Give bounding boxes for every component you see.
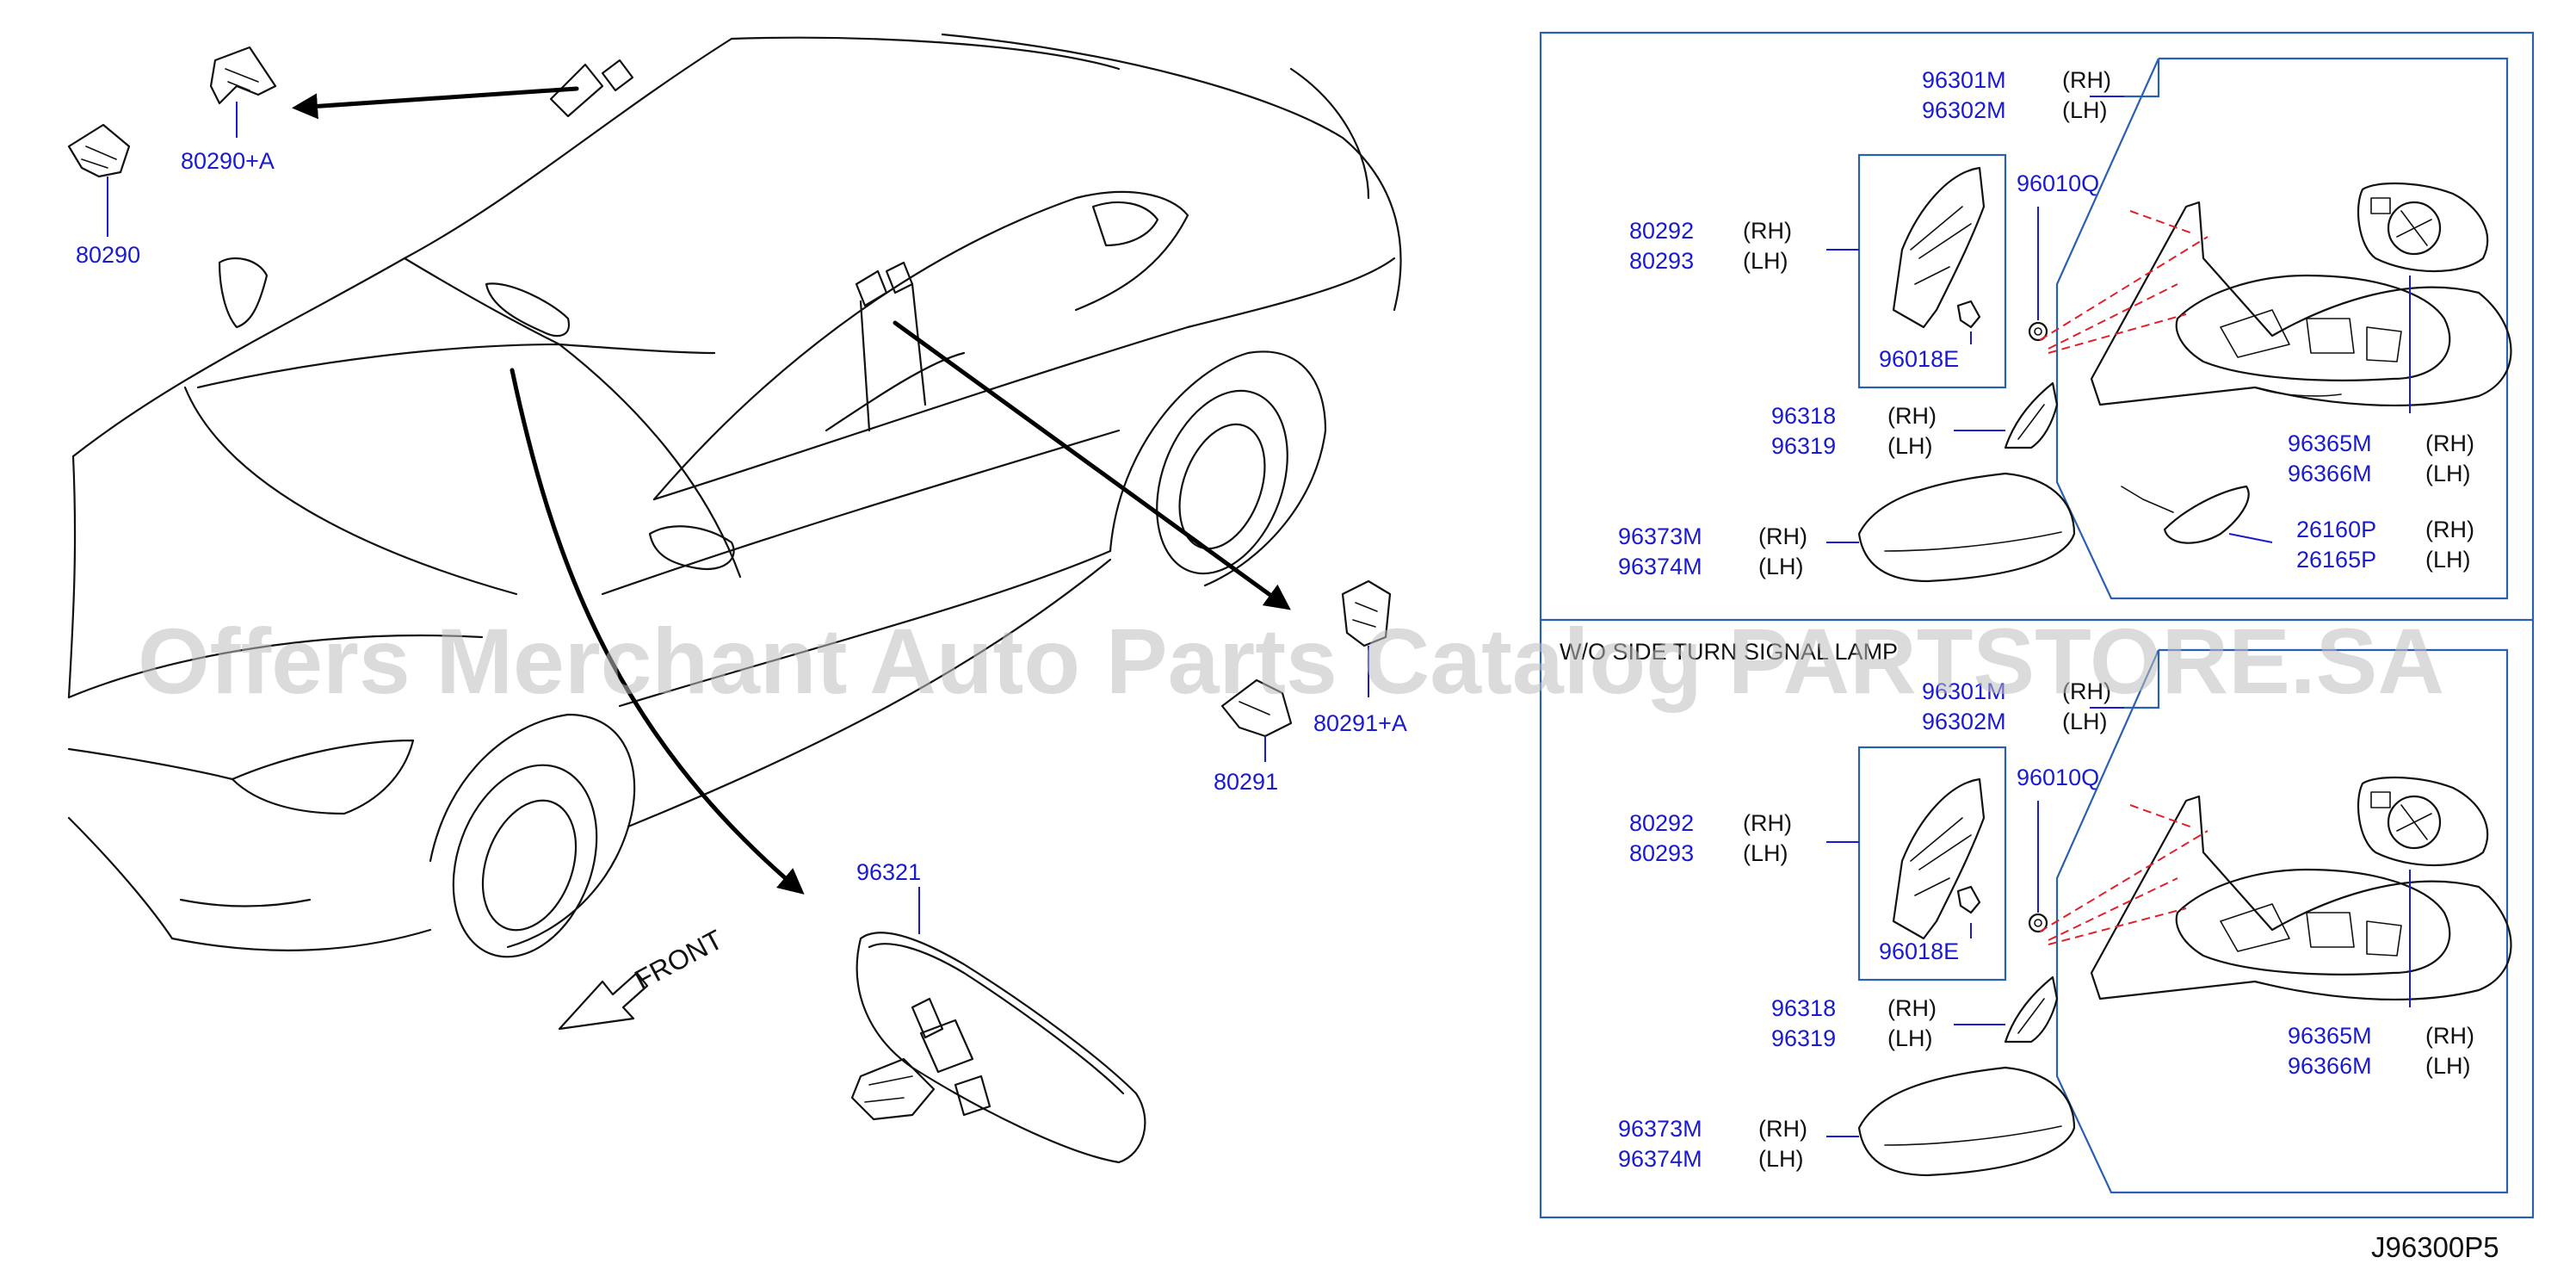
svg-text:(RH): (RH) bbox=[1743, 810, 1792, 836]
section-bottom: W/O SIDE TURN SIGNAL LAMP 96301M (RH) 96… bbox=[1560, 639, 2512, 1194]
svg-text:(RH): (RH) bbox=[2062, 67, 2111, 93]
label-clip: 96018E bbox=[1879, 346, 1959, 372]
label-mirror-rh: 96301M bbox=[1922, 67, 2006, 93]
label-80291: 80291 bbox=[1214, 769, 1278, 795]
clip-80291a-icon bbox=[1341, 579, 1392, 647]
svg-text:(LH): (LH) bbox=[1743, 840, 1788, 866]
label-lamp-lh: 26165P bbox=[2296, 547, 2376, 573]
label-80290: 80290 bbox=[76, 242, 140, 268]
clip-80290a-icon bbox=[209, 46, 277, 105]
svg-text:(RH): (RH) bbox=[2425, 1023, 2474, 1049]
label-80290a: 80290+A bbox=[181, 148, 275, 174]
label-cover-rh-b: 96373M bbox=[1618, 1116, 1702, 1142]
svg-text:(LH): (LH) bbox=[1887, 433, 1933, 459]
label-glass-lh: 96319 bbox=[1771, 433, 1836, 459]
svg-text:(LH): (LH) bbox=[2425, 461, 2471, 486]
svg-text:(LH): (LH) bbox=[1758, 554, 1804, 579]
label-finisher-lh-b: 80293 bbox=[1629, 840, 1694, 866]
svg-text:(LH): (LH) bbox=[1743, 248, 1788, 274]
diagram-code: J96300P5 bbox=[2371, 1231, 2499, 1263]
label-clip-b: 96018E bbox=[1879, 938, 1959, 964]
svg-text:(RH): (RH) bbox=[1887, 995, 1937, 1021]
pointer-arrow-pillar bbox=[893, 320, 1291, 610]
clip-80291-icon bbox=[1220, 678, 1293, 738]
svg-text:(LH): (LH) bbox=[2062, 97, 2108, 123]
front-arrow-icon bbox=[558, 971, 649, 1031]
svg-text:(RH): (RH) bbox=[1743, 218, 1792, 244]
label-cover-lh: 96374M bbox=[1618, 554, 1702, 579]
svg-text:(LH): (LH) bbox=[1887, 1025, 1933, 1051]
svg-text:(RH): (RH) bbox=[1887, 403, 1937, 429]
label-lamp-rh: 26160P bbox=[2296, 517, 2376, 542]
svg-text:(RH): (RH) bbox=[1758, 1116, 1807, 1142]
svg-text:(LH): (LH) bbox=[2425, 547, 2471, 573]
svg-text:(RH): (RH) bbox=[2425, 517, 2474, 542]
pointer-arrow-mirror bbox=[510, 368, 805, 895]
label-mirror-lh-b: 96302M bbox=[1922, 709, 2006, 734]
section-top: 96301M (RH) 96302M (LH) 96010Q 80292 (RH… bbox=[1618, 57, 2512, 600]
label-actuator-lh-b: 96366M bbox=[2288, 1053, 2372, 1079]
detail-frame bbox=[1539, 31, 2535, 1219]
section-heading: W/O SIDE TURN SIGNAL LAMP bbox=[1560, 639, 1898, 665]
watermark: Offers Merchant Auto Parts Catalog PARTS… bbox=[138, 609, 2444, 713]
label-80291a: 80291+A bbox=[1313, 710, 1407, 736]
pointer-arrow-roof bbox=[292, 86, 579, 120]
inside-mirror-96321-icon bbox=[850, 932, 1146, 1164]
label-front: FRONT bbox=[629, 924, 727, 996]
label-finisher-rh-b: 80292 bbox=[1629, 810, 1694, 836]
label-cover-lh-b: 96374M bbox=[1618, 1146, 1702, 1172]
label-finisher-lh: 80293 bbox=[1629, 248, 1694, 274]
label-screw-b: 96010Q bbox=[2017, 765, 2099, 790]
clip-80290-icon bbox=[67, 123, 131, 178]
label-glass-lh-b: 96319 bbox=[1771, 1025, 1836, 1051]
label-screw: 96010Q bbox=[2017, 170, 2099, 196]
label-finisher-rh: 80292 bbox=[1629, 218, 1694, 244]
svg-text:(RH): (RH) bbox=[1758, 523, 1807, 549]
car-illustration bbox=[67, 33, 1402, 958]
svg-text:(RH): (RH) bbox=[2062, 678, 2111, 704]
label-actuator-rh: 96365M bbox=[2288, 430, 2372, 456]
label-actuator-rh-b: 96365M bbox=[2288, 1023, 2372, 1049]
label-glass-rh: 96318 bbox=[1771, 403, 1836, 429]
label-96321: 96321 bbox=[856, 859, 921, 885]
svg-text:(LH): (LH) bbox=[1758, 1146, 1804, 1172]
label-cover-rh: 96373M bbox=[1618, 523, 1702, 549]
label-glass-rh-b: 96318 bbox=[1771, 995, 1836, 1021]
svg-text:(RH): (RH) bbox=[2425, 430, 2474, 456]
svg-text:(LH): (LH) bbox=[2425, 1053, 2471, 1079]
label-mirror-rh-b: 96301M bbox=[1922, 678, 2006, 704]
label-mirror-lh: 96302M bbox=[1922, 97, 2006, 123]
label-actuator-lh: 96366M bbox=[2288, 461, 2372, 486]
svg-text:(LH): (LH) bbox=[2062, 709, 2108, 734]
